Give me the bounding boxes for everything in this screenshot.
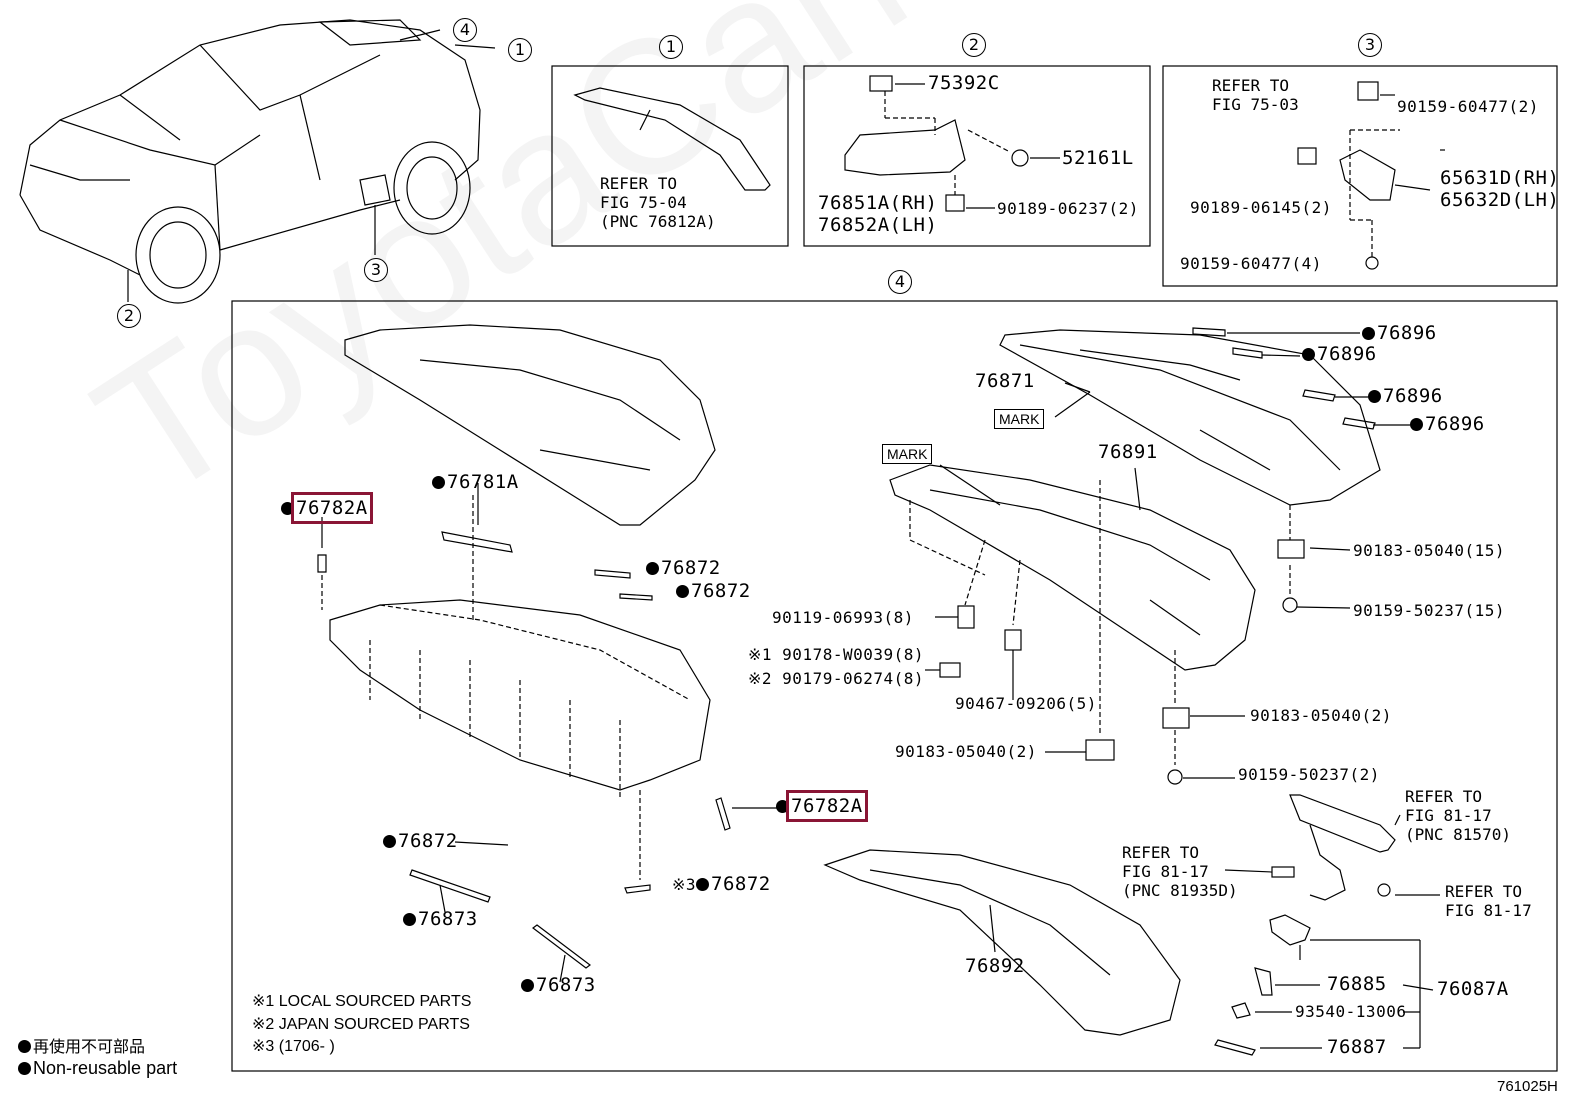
- main-box-4: [231, 300, 1558, 1072]
- refer-fig-81-17-pnc-81935D: REFER TO FIG 81-17 (PNC 81935D): [1122, 843, 1238, 900]
- part-90183-05040-2b[interactable]: 90183-05040(2): [895, 742, 1037, 761]
- footnote-1: ※1 LOCAL SOURCED PARTS: [252, 993, 472, 1010]
- box1-refer-note: REFER TO FIG 75-04 (PNC 76812A): [600, 174, 716, 231]
- detail-box-1: [551, 65, 789, 247]
- part-65632D[interactable]: 65632D(LH): [1440, 189, 1560, 211]
- part-90159-50237-15[interactable]: 90159-50237(15): [1353, 601, 1505, 620]
- part-90179-06274[interactable]: ※2 90179-06274(8): [748, 669, 925, 688]
- callout-3-box: 3: [1358, 33, 1382, 57]
- part-76872-d-number: 76872: [696, 873, 771, 895]
- part-52161L[interactable]: 52161L: [1062, 147, 1134, 169]
- part-90183-05040-15[interactable]: 90183-05040(15): [1353, 541, 1505, 560]
- refer-fig-81-17-pnc-81570: REFER TO FIG 81-17 (PNC 81570): [1405, 787, 1511, 844]
- part-76781A[interactable]: 76781A: [432, 473, 519, 492]
- part-65631D[interactable]: 65631D(RH): [1440, 167, 1560, 189]
- callout-2-box: 2: [962, 33, 986, 57]
- part-76896-d[interactable]: 76896: [1410, 415, 1485, 434]
- footnote-2: ※2 JAPAN SOURCED PARTS: [252, 1016, 470, 1033]
- part-76872-a[interactable]: 76872: [646, 559, 721, 578]
- part-76873-b[interactable]: 76873: [521, 976, 596, 995]
- part-76782A-bottom-highlight: 76782A: [786, 790, 868, 822]
- part-76887[interactable]: 76887: [1327, 1036, 1387, 1058]
- part-76896-b[interactable]: 76896: [1302, 345, 1377, 364]
- mark-label-lower: MARK: [882, 444, 933, 464]
- callout-4-box: 4: [888, 270, 912, 294]
- part-76871[interactable]: 76871: [975, 370, 1035, 392]
- part-93540-13006[interactable]: 93540-13006: [1295, 1002, 1407, 1021]
- part-76896-a[interactable]: 76896: [1362, 324, 1437, 343]
- callout-2-vehicle: 2: [117, 304, 141, 328]
- vehicle-illustration: [19, 19, 496, 304]
- part-75392C[interactable]: 75392C: [928, 72, 1000, 94]
- box3-refer-note: REFER TO FIG 75-03: [1212, 76, 1299, 114]
- part-76782A-bottom[interactable]: 76782A: [776, 790, 868, 822]
- legend-jp: 再使用不可部品: [18, 1033, 145, 1057]
- part-76892[interactable]: 76892: [965, 955, 1025, 977]
- detail-box-3: [1162, 65, 1558, 287]
- detail-box-2: [803, 65, 1151, 247]
- callout-3-vehicle: 3: [364, 258, 388, 282]
- callout-4-vehicle: 4: [453, 18, 477, 42]
- part-76872-b[interactable]: 76872: [676, 582, 751, 601]
- part-90183-05040-2a[interactable]: 90183-05040(2): [1250, 706, 1392, 725]
- part-76782A-top[interactable]: 76782A: [281, 492, 373, 524]
- part-76872-d-prefix: ※3: [672, 875, 697, 894]
- part-76873-a[interactable]: 76873: [403, 910, 478, 929]
- part-90159-50237-2[interactable]: 90159-50237(2): [1238, 765, 1380, 784]
- part-90189-06145[interactable]: 90189-06145(2): [1190, 198, 1332, 217]
- part-90189-06237[interactable]: 90189-06237(2): [997, 199, 1139, 218]
- legend-en: Non-reusable part: [18, 1058, 177, 1079]
- part-90159-60477-4[interactable]: 90159-60477(4): [1180, 254, 1322, 273]
- figure-code: 761025H: [1497, 1078, 1558, 1095]
- footnote-3: ※3 (1706- ): [252, 1038, 335, 1055]
- part-76851A[interactable]: 76851A(RH): [818, 192, 938, 214]
- part-90178-W0039[interactable]: ※1 90178-W0039(8): [748, 645, 925, 664]
- part-76885[interactable]: 76885: [1327, 973, 1387, 995]
- refer-fig-81-17: REFER TO FIG 81-17: [1445, 882, 1532, 920]
- part-76891[interactable]: 76891: [1098, 441, 1158, 463]
- part-76896-c[interactable]: 76896: [1368, 387, 1443, 406]
- part-90119-06993[interactable]: 90119-06993(8): [772, 608, 914, 627]
- part-90159-60477-2[interactable]: 90159-60477(2): [1397, 97, 1539, 116]
- part-90467-09206[interactable]: 90467-09206(5): [955, 694, 1097, 713]
- part-76782A-top-highlight: 76782A: [291, 492, 373, 524]
- callout-1-box: 1: [659, 35, 683, 59]
- callout-1-vehicle: 1: [508, 38, 532, 62]
- part-76852A[interactable]: 76852A(LH): [818, 214, 938, 236]
- mark-label-upper: MARK: [994, 409, 1045, 429]
- part-76872-c[interactable]: 76872: [383, 832, 458, 851]
- part-76087A[interactable]: 76087A: [1437, 978, 1509, 1000]
